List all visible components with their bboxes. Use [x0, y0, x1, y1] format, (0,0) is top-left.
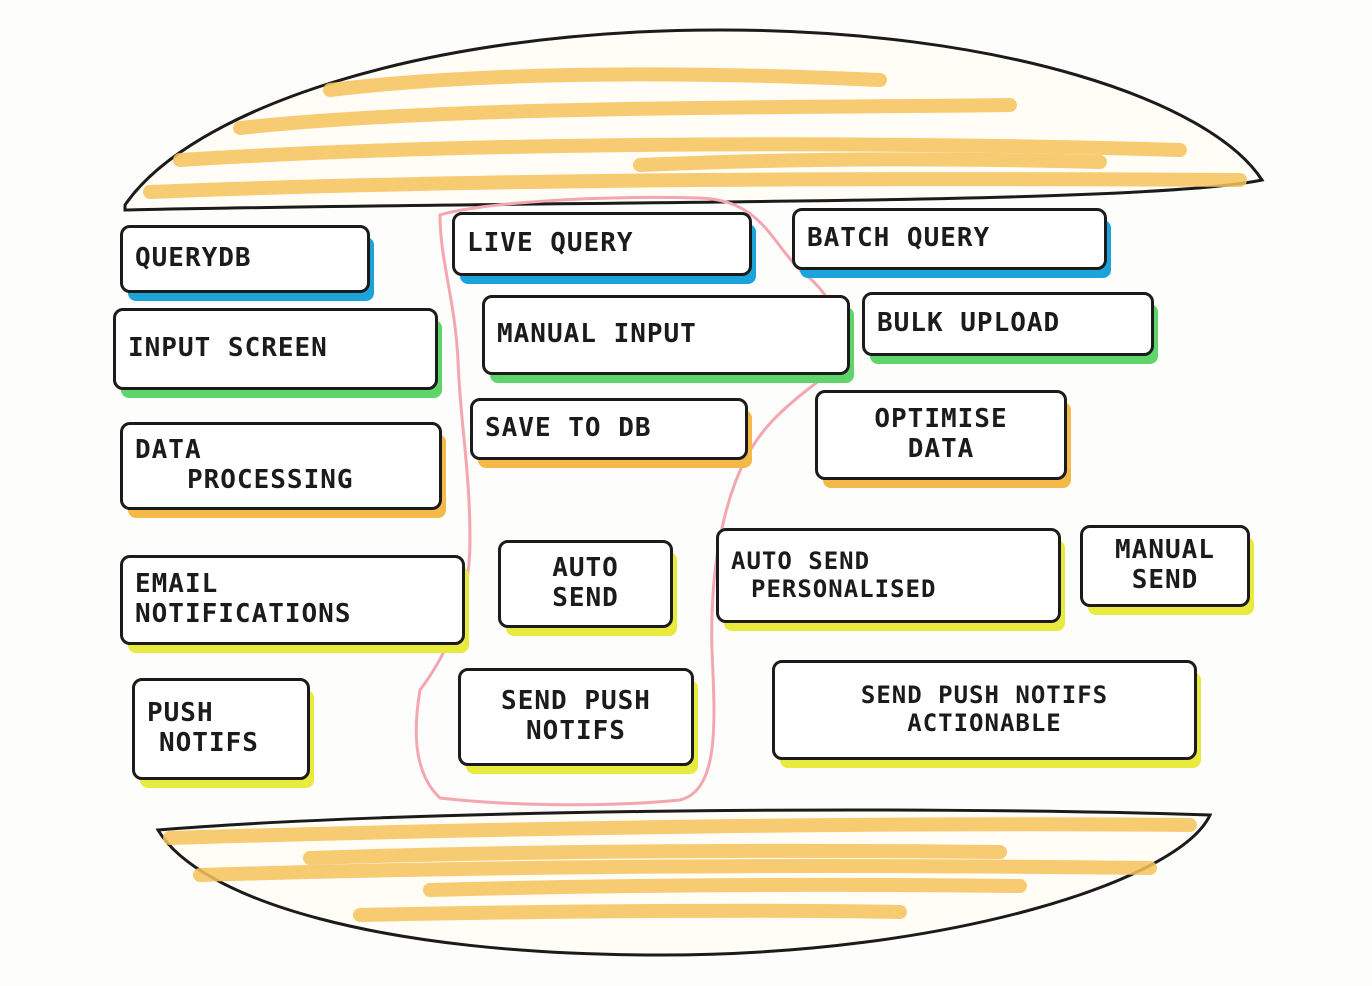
card-query-db: QUERYDB — [120, 225, 370, 293]
card-label-line-2: DATA — [907, 434, 975, 464]
card-send-push-notifs-actionable: SEND PUSH NOTIFS ACTIONABLE — [772, 660, 1197, 760]
card-data-processing: DATA PROCESSING — [120, 422, 442, 510]
card-label-line-1: MANUAL — [1115, 535, 1215, 566]
card-batch-query: BATCH QUERY — [792, 208, 1107, 270]
card-input-screen: INPUT SCREEN — [113, 308, 438, 390]
card-label: MANUAL INPUT — [497, 319, 697, 350]
card-label-line-2: ACTIONABLE — [907, 709, 1062, 737]
card-label-line-1: SEND PUSH — [501, 686, 651, 717]
card-label-line-2: SEND — [1131, 565, 1199, 595]
bottom-bun-icon — [155, 808, 1213, 957]
card-live-query: LIVE QUERY — [452, 212, 752, 276]
card-auto-send: AUTO SEND — [498, 540, 673, 628]
card-label-line-1: EMAIL — [135, 569, 219, 600]
card-auto-send-personalised: AUTO SEND PERSONALISED — [716, 528, 1061, 623]
card-label-line-2: NOTIFICATIONS — [135, 599, 352, 629]
card-label-line-2: PERSONALISED — [751, 574, 937, 603]
top-bun-icon — [123, 28, 1265, 212]
card-push-notifs: PUSH NOTIFS — [132, 678, 310, 780]
card-label-line-2: SEND — [552, 583, 619, 613]
card-label-line-1: SEND PUSH NOTIFS — [860, 681, 1109, 710]
card-label: SAVE TO DB — [485, 413, 652, 444]
card-label-line-1: DATA — [135, 435, 202, 466]
card-manual-send: MANUAL SEND — [1080, 525, 1250, 607]
card-label: BULK UPLOAD — [877, 308, 1061, 339]
card-optimise-data: OPTIMISE DATA — [815, 390, 1067, 480]
card-label-line-1: AUTO SEND — [731, 546, 871, 575]
card-bulk-upload: BULK UPLOAD — [862, 292, 1154, 356]
card-label: QUERYDB — [135, 243, 252, 274]
card-label-line-1: AUTO — [552, 553, 619, 584]
card-send-push-notifs: SEND PUSH NOTIFS — [458, 668, 694, 766]
card-save-to-db: SAVE TO DB — [470, 398, 748, 460]
card-label-line-2: NOTIFS — [526, 716, 626, 746]
card-label: INPUT SCREEN — [128, 333, 328, 364]
card-label-line-2: PROCESSING — [187, 465, 354, 495]
card-label: BATCH QUERY — [807, 223, 991, 254]
card-manual-input: MANUAL INPUT — [482, 295, 850, 375]
card-label-line-1: OPTIMISE — [874, 404, 1008, 435]
card-label-line-2: NOTIFS — [159, 728, 259, 758]
mvp-slice-outline — [414, 195, 839, 807]
card-label: LIVE QUERY — [467, 228, 634, 259]
card-label-line-1: PUSH — [147, 698, 214, 729]
card-email-notifications: EMAIL NOTIFICATIONS — [120, 555, 465, 645]
